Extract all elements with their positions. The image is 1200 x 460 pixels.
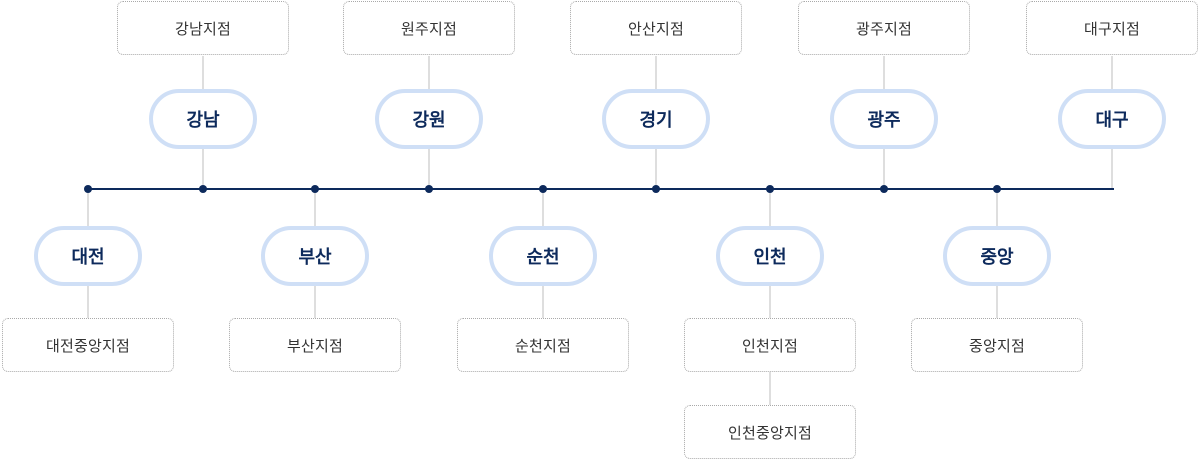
- branch-box: 인천지점: [684, 318, 856, 372]
- region-pill: 경기: [602, 89, 710, 149]
- timeline-dot: [425, 185, 433, 193]
- branch-box: 대구지점: [1026, 1, 1198, 55]
- timeline-dot: [880, 185, 888, 193]
- timeline-dot: [199, 185, 207, 193]
- branch-box: 부산지점: [229, 318, 401, 372]
- region-pill: 부산: [261, 226, 369, 286]
- region-pill: 대구: [1058, 89, 1166, 149]
- region-pill: 대전: [34, 226, 142, 286]
- branch-box: 강남지점: [117, 1, 289, 55]
- region-pill: 중앙: [943, 226, 1051, 286]
- branch-box: 안산지점: [570, 1, 742, 55]
- branch-box: 순천지점: [457, 318, 629, 372]
- branch-box: 광주지점: [798, 1, 970, 55]
- branch-box: 중앙지점: [911, 318, 1083, 372]
- region-pill: 순천: [489, 226, 597, 286]
- timeline-dot: [311, 185, 319, 193]
- branch-box: 원주지점: [343, 1, 515, 55]
- timeline-dot: [652, 185, 660, 193]
- region-pill: 강원: [375, 89, 483, 149]
- timeline-dot: [766, 185, 774, 193]
- branch-box: 대전중앙지점: [2, 318, 174, 372]
- region-pill: 인천: [716, 226, 824, 286]
- branch-box: 인천중앙지점: [684, 405, 856, 459]
- timeline-dot: [993, 185, 1001, 193]
- timeline-dot: [539, 185, 547, 193]
- region-pill: 광주: [830, 89, 938, 149]
- timeline-dot: [84, 185, 92, 193]
- region-pill: 강남: [149, 89, 257, 149]
